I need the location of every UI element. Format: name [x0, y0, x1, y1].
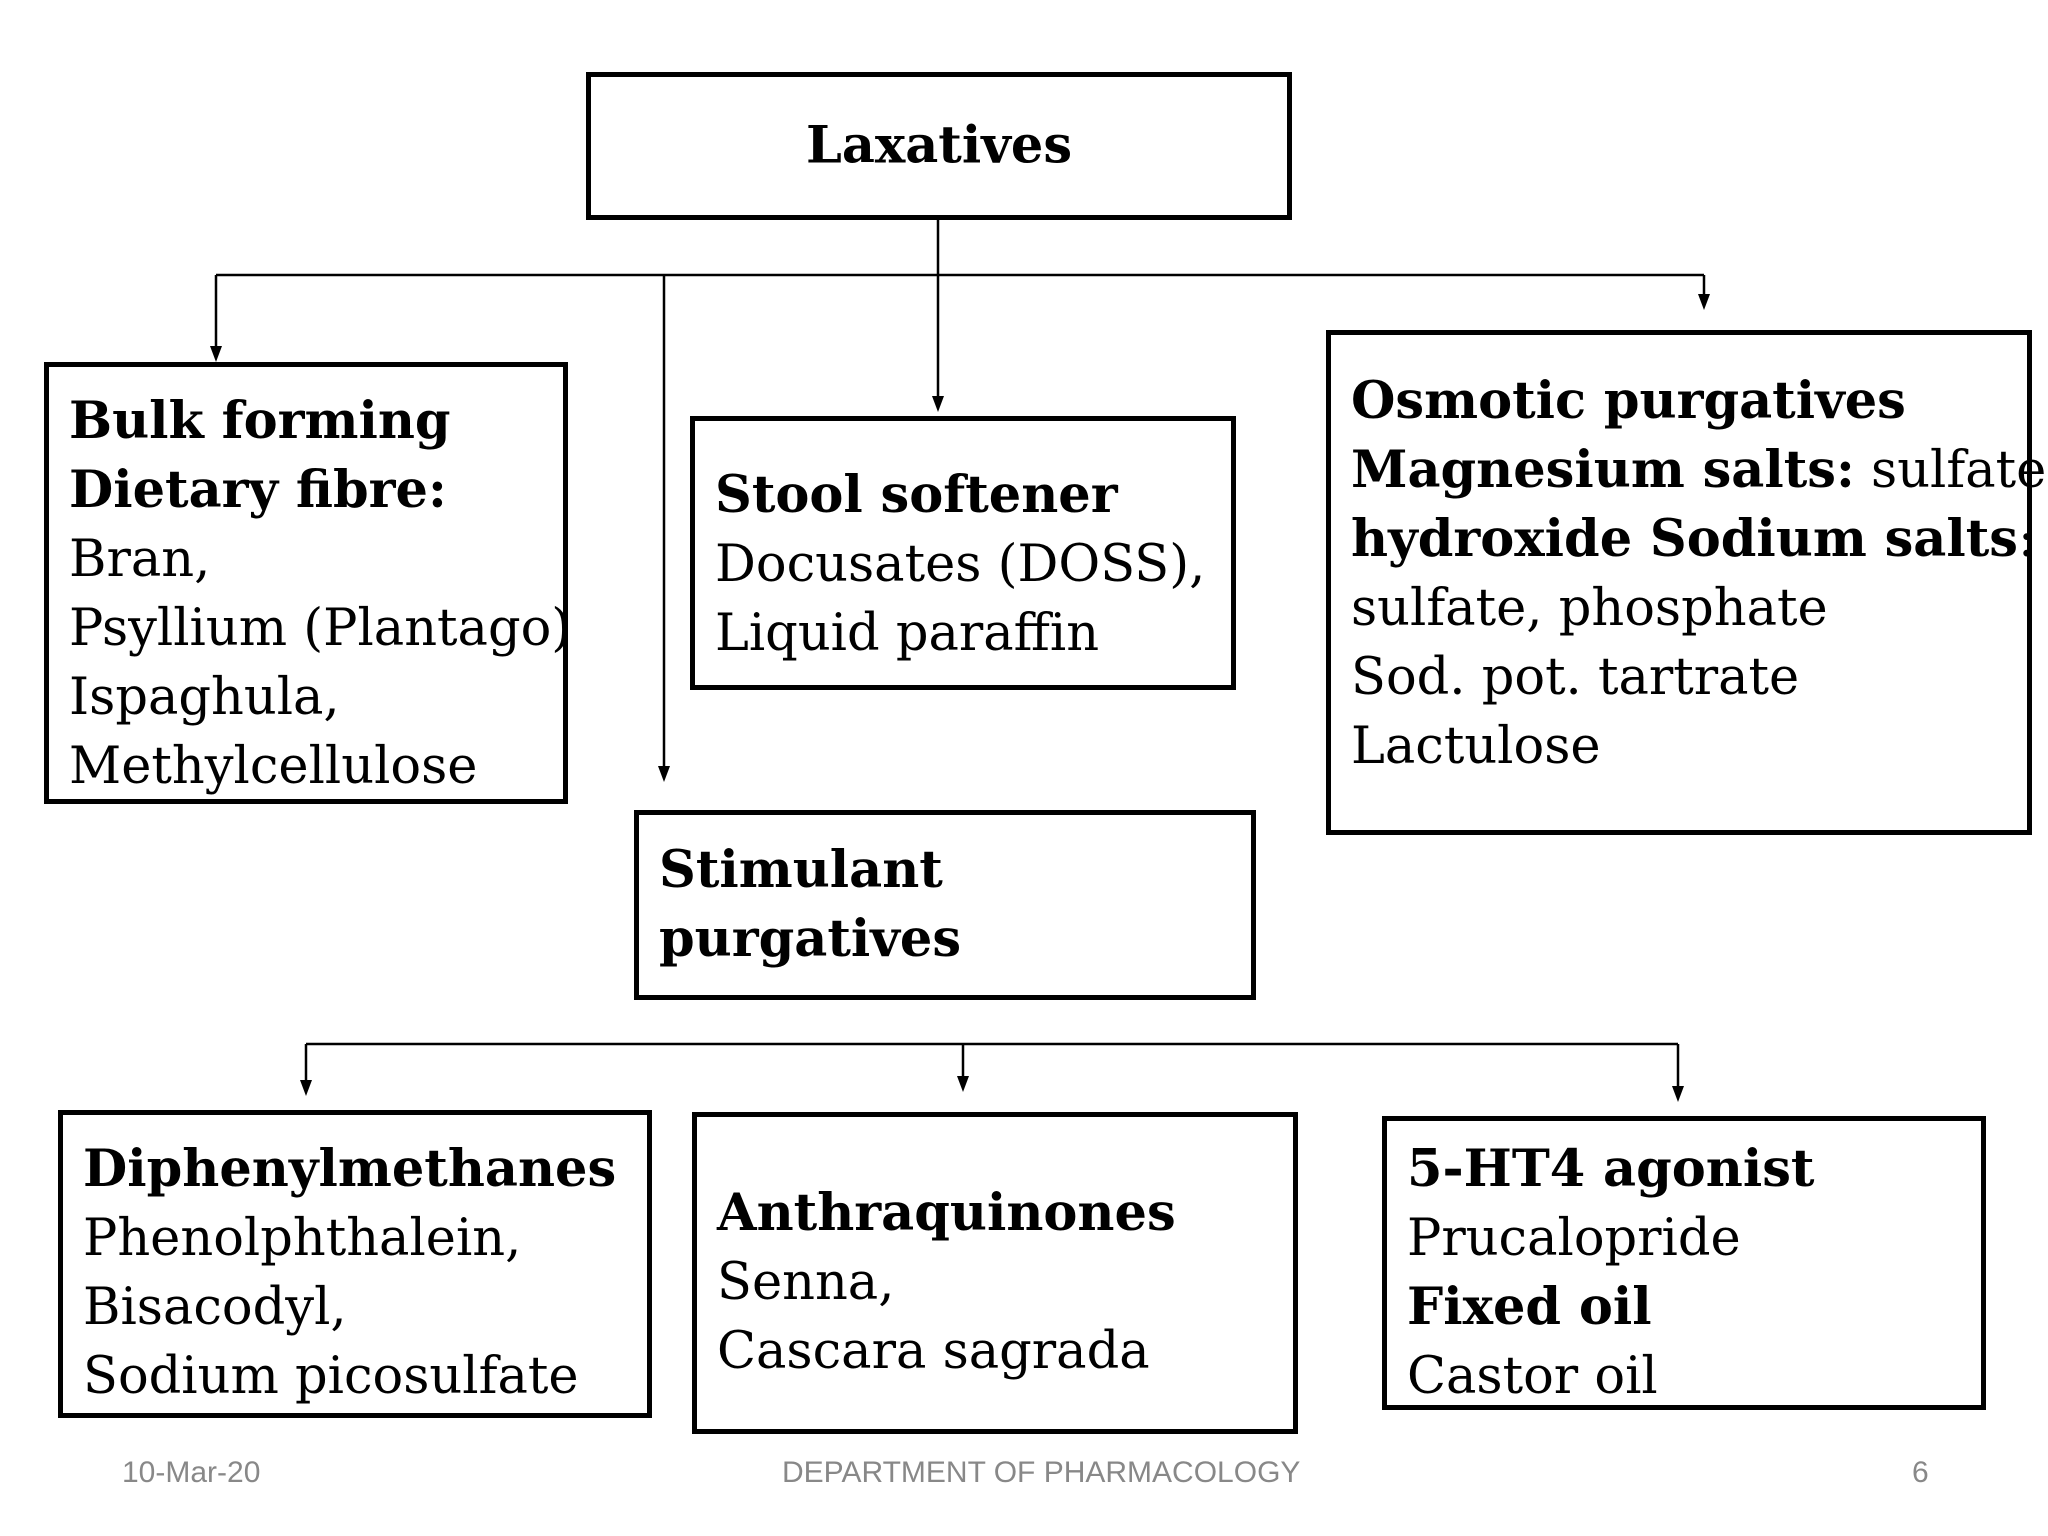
arrowhead-anthra [957, 1076, 969, 1092]
diphenyl-item: Phenolphthalein, [83, 1209, 522, 1268]
root-label: Laxatives [805, 115, 1073, 176]
bulk-item: Bran, [69, 530, 211, 589]
stimulant-label: Stimulant purgatives [659, 840, 962, 969]
softener-item: Liquid paraffin [715, 604, 1100, 663]
diphenyl-item: Bisacodyl, [83, 1278, 347, 1337]
anthra-heading: Anthraquinones [717, 1183, 1176, 1243]
fixed-oil-heading: Fixed oil [1407, 1277, 1652, 1337]
diphenyl-heading: Diphenylmethanes [83, 1139, 617, 1199]
sodium-label: hydroxide Sodium salts [1351, 509, 2018, 569]
diphenyl-item: Sodium picosulfate [83, 1347, 579, 1406]
bulk-item: Ispaghula, [69, 668, 340, 727]
stool-softener-node: Stool softener Docusates (DOSS), Liquid … [690, 416, 1236, 690]
softener-heading: Stool softener [715, 465, 1118, 525]
root-node: Laxatives [586, 72, 1292, 220]
magnesium-value: sulfate, [1854, 441, 2048, 500]
footer-page-number: 6 [1912, 1456, 1929, 1489]
anthraquinones-node: Anthraquinones Senna, Cascara sagrada [692, 1112, 1298, 1434]
osmotic-sodium-line: hydroxide Sodium salts: [1351, 505, 2035, 574]
osmotic-item: Sod. pot. tartrate [1351, 648, 1800, 707]
softener-item: Docusates (DOSS), [715, 535, 1206, 594]
agonist-heading: 5-HT4 agonist [1407, 1139, 1815, 1199]
osmotic-magnesium-line: Magnesium salts: sulfate, [1351, 436, 2048, 505]
footer-department: DEPARTMENT OF PHARMACOLOGY [782, 1456, 1301, 1489]
anthra-item: Senna, [717, 1253, 895, 1312]
sodium-colon: : [2017, 510, 2036, 569]
arrowhead-osmotic [1698, 294, 1710, 310]
anthra-item: Cascara sagrada [717, 1322, 1150, 1381]
bulk-item: Methylcellulose [69, 737, 478, 796]
bulk-item: Psyllium (Plantago) [69, 599, 572, 658]
arrowhead-agonist [1672, 1086, 1684, 1102]
footer-date: 10-Mar-20 [122, 1456, 261, 1489]
agonist-item: Prucalopride [1407, 1209, 1741, 1268]
diphenylmethanes-node: Diphenylmethanes Phenolphthalein, Bisaco… [58, 1110, 652, 1418]
bulk-forming-node: Bulk forming Dietary fibre: Bran, Psylli… [44, 362, 572, 804]
fixed-oil-item: Castor oil [1407, 1347, 1658, 1406]
osmotic-heading: Osmotic purgatives [1351, 371, 1906, 431]
arrowhead-softener [932, 396, 944, 412]
arrowhead-stimulant [658, 766, 670, 782]
arrowhead-diphenyl [300, 1080, 312, 1096]
magnesium-label: Magnesium salts: [1351, 440, 1855, 500]
osmotic-item: Lactulose [1351, 717, 1601, 776]
arrowhead-bulk [210, 346, 222, 362]
agonist-node: 5-HT4 agonist Prucalopride Fixed oil Cas… [1382, 1116, 1986, 1410]
bulk-subheading: Dietary fibre: [69, 460, 447, 520]
bulk-heading: Bulk forming [69, 391, 451, 451]
stimulant-node: Stimulant purgatives [634, 810, 1256, 1000]
osmotic-item: sulfate, phosphate [1351, 579, 1828, 638]
osmotic-node: Osmotic purgatives Magnesium salts: sulf… [1326, 330, 2048, 835]
